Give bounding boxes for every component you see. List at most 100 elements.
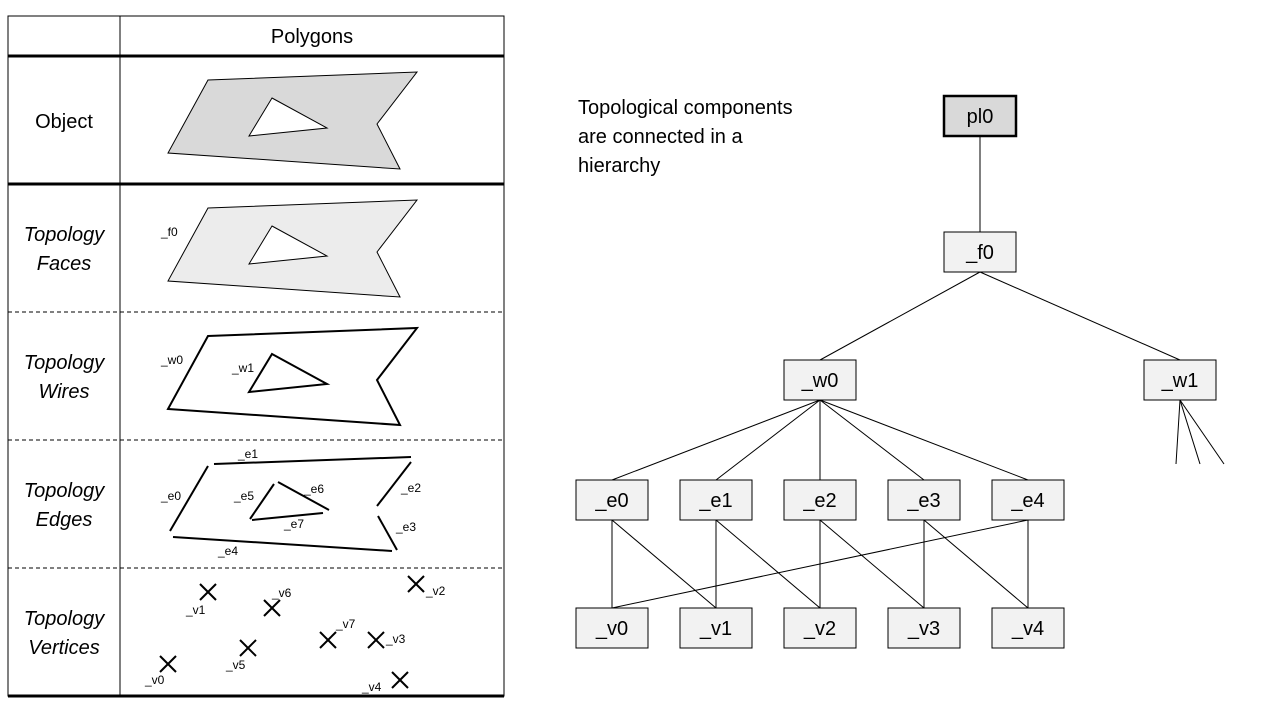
vertex-v3-marker — [367, 631, 385, 649]
node-w1: _w1 — [1143, 359, 1217, 401]
node-label: _v2 — [803, 618, 836, 640]
node-pl0: pl0 — [942, 94, 1018, 138]
hierarchy-tree: pl0 _f0 _w0 _w1 _e0 _e1 _e2 — [575, 94, 1225, 649]
vertex-v5-marker — [239, 639, 257, 657]
node-box — [887, 607, 961, 649]
vertex-label-v7: _v7 — [335, 617, 356, 631]
caption-line-2: are connected in a — [578, 126, 743, 148]
vertex-v4-marker — [391, 671, 409, 689]
edge-label-e2: _e2 — [400, 481, 421, 495]
node-f0: _f0 — [943, 231, 1017, 273]
node-label: _e4 — [1010, 490, 1044, 512]
row-label-faces-line2: Faces — [37, 253, 91, 275]
edge-e7 — [251, 512, 324, 521]
edge-e5 — [249, 483, 275, 520]
node-label: _e2 — [802, 490, 836, 512]
node-label: _v1 — [699, 618, 732, 640]
polygon-table: Polygons Object Topology Faces Topology … — [7, 15, 505, 698]
vertex-v0-marker — [159, 655, 177, 673]
wire-outer — [166, 326, 420, 427]
wires-illustration: _w0 _w1 — [160, 326, 420, 427]
edge-e6 — [277, 481, 330, 511]
edge-e3 — [377, 515, 398, 551]
object-polygon — [167, 71, 419, 170]
node-v1: _v1 — [679, 607, 753, 649]
node-label: _v4 — [1011, 618, 1044, 640]
connector-e4-v0 — [611, 519, 1029, 609]
vertex-v7-marker — [319, 631, 337, 649]
caption-line-3: hierarchy — [578, 155, 660, 177]
node-label: _e0 — [594, 490, 628, 512]
edge-label-e0: _e0 — [160, 489, 181, 503]
node-e1: _e1 — [679, 479, 753, 521]
edge-label-e7: _e7 — [283, 517, 304, 531]
node-label: _f0 — [965, 242, 994, 264]
node-box — [575, 479, 649, 521]
connector-w1-stub — [1179, 399, 1225, 465]
edge-e0 — [169, 465, 209, 532]
vertex-label-v3: _v3 — [385, 632, 406, 646]
node-box — [991, 479, 1065, 521]
vertex-label-v6: _v6 — [271, 586, 292, 600]
edge-e4 — [172, 536, 393, 552]
row-label-object: Object — [35, 111, 93, 133]
node-label: _v0 — [595, 618, 628, 640]
face-shape — [167, 199, 419, 298]
vertex-label-v4: _v4 — [361, 680, 382, 694]
node-box — [887, 479, 961, 521]
connector-f0-w0 — [819, 271, 981, 361]
node-box — [679, 607, 753, 649]
connector-f0-w1 — [979, 271, 1181, 361]
vertex-label-v2: _v2 — [425, 584, 446, 598]
connector-e2-v3 — [819, 519, 925, 609]
node-label: pl0 — [967, 106, 994, 128]
node-box — [942, 94, 1018, 138]
caption-line-1: Topological components — [578, 97, 793, 119]
vertex-label-v0: _v0 — [144, 673, 165, 687]
node-v2: _v2 — [783, 607, 857, 649]
edge-label-e1: _e1 — [237, 447, 258, 461]
edge-e2 — [376, 461, 412, 507]
wire-label-w1: _w1 — [231, 361, 254, 375]
row-label-vertices-line1: Topology — [24, 608, 105, 630]
node-label: _v3 — [907, 618, 940, 640]
node-box — [783, 359, 857, 401]
connector-e0-v1 — [611, 519, 717, 609]
node-w0: _w0 — [783, 359, 857, 401]
face-label-f0: _f0 — [160, 225, 178, 239]
vertex-label-v5: _v5 — [225, 658, 246, 672]
node-box — [991, 607, 1065, 649]
connector-w0-e4 — [819, 399, 1029, 481]
object-shape — [167, 71, 419, 170]
vertex-v2-marker — [407, 575, 425, 593]
vertices-illustration — [159, 575, 425, 689]
node-e3: _e3 — [887, 479, 961, 521]
vertex-label-v1: _v1 — [185, 603, 206, 617]
row-label-wires-line2: Wires — [39, 381, 90, 403]
edges-labels: _e0 _e1 _e2 _e3 _e4 _e5 _e6 _e7 — [160, 447, 421, 558]
edge-label-e4: _e4 — [217, 544, 238, 558]
edge-label-e5: _e5 — [233, 489, 254, 503]
row-label-wires-line1: Topology — [24, 352, 105, 374]
tree-connectors — [611, 136, 1225, 609]
wire-inner — [247, 352, 331, 394]
connector-e3-v4 — [923, 519, 1029, 609]
connector-w0-e0 — [611, 399, 821, 481]
edge-label-e6: _e6 — [303, 482, 324, 496]
node-e4: _e4 — [991, 479, 1065, 521]
edges-illustration — [169, 456, 412, 552]
connector-w0-e1 — [715, 399, 821, 481]
vertices-labels: _v0 _v1 _v2 _v3 _v4 _v5 _v6 _v7 — [144, 584, 446, 694]
node-box — [783, 607, 857, 649]
node-e2: _e2 — [783, 479, 857, 521]
node-label: _w0 — [801, 370, 839, 392]
connector-w0-e3 — [819, 399, 925, 481]
connector-w1-stub — [1175, 399, 1181, 465]
connector-w1-stub — [1179, 399, 1201, 465]
connector-e1-v2 — [715, 519, 821, 609]
node-label: _w1 — [1161, 370, 1199, 392]
row-label-edges-line2: Edges — [36, 509, 93, 531]
node-e0: _e0 — [575, 479, 649, 521]
wire-label-w0: _w0 — [160, 353, 183, 367]
